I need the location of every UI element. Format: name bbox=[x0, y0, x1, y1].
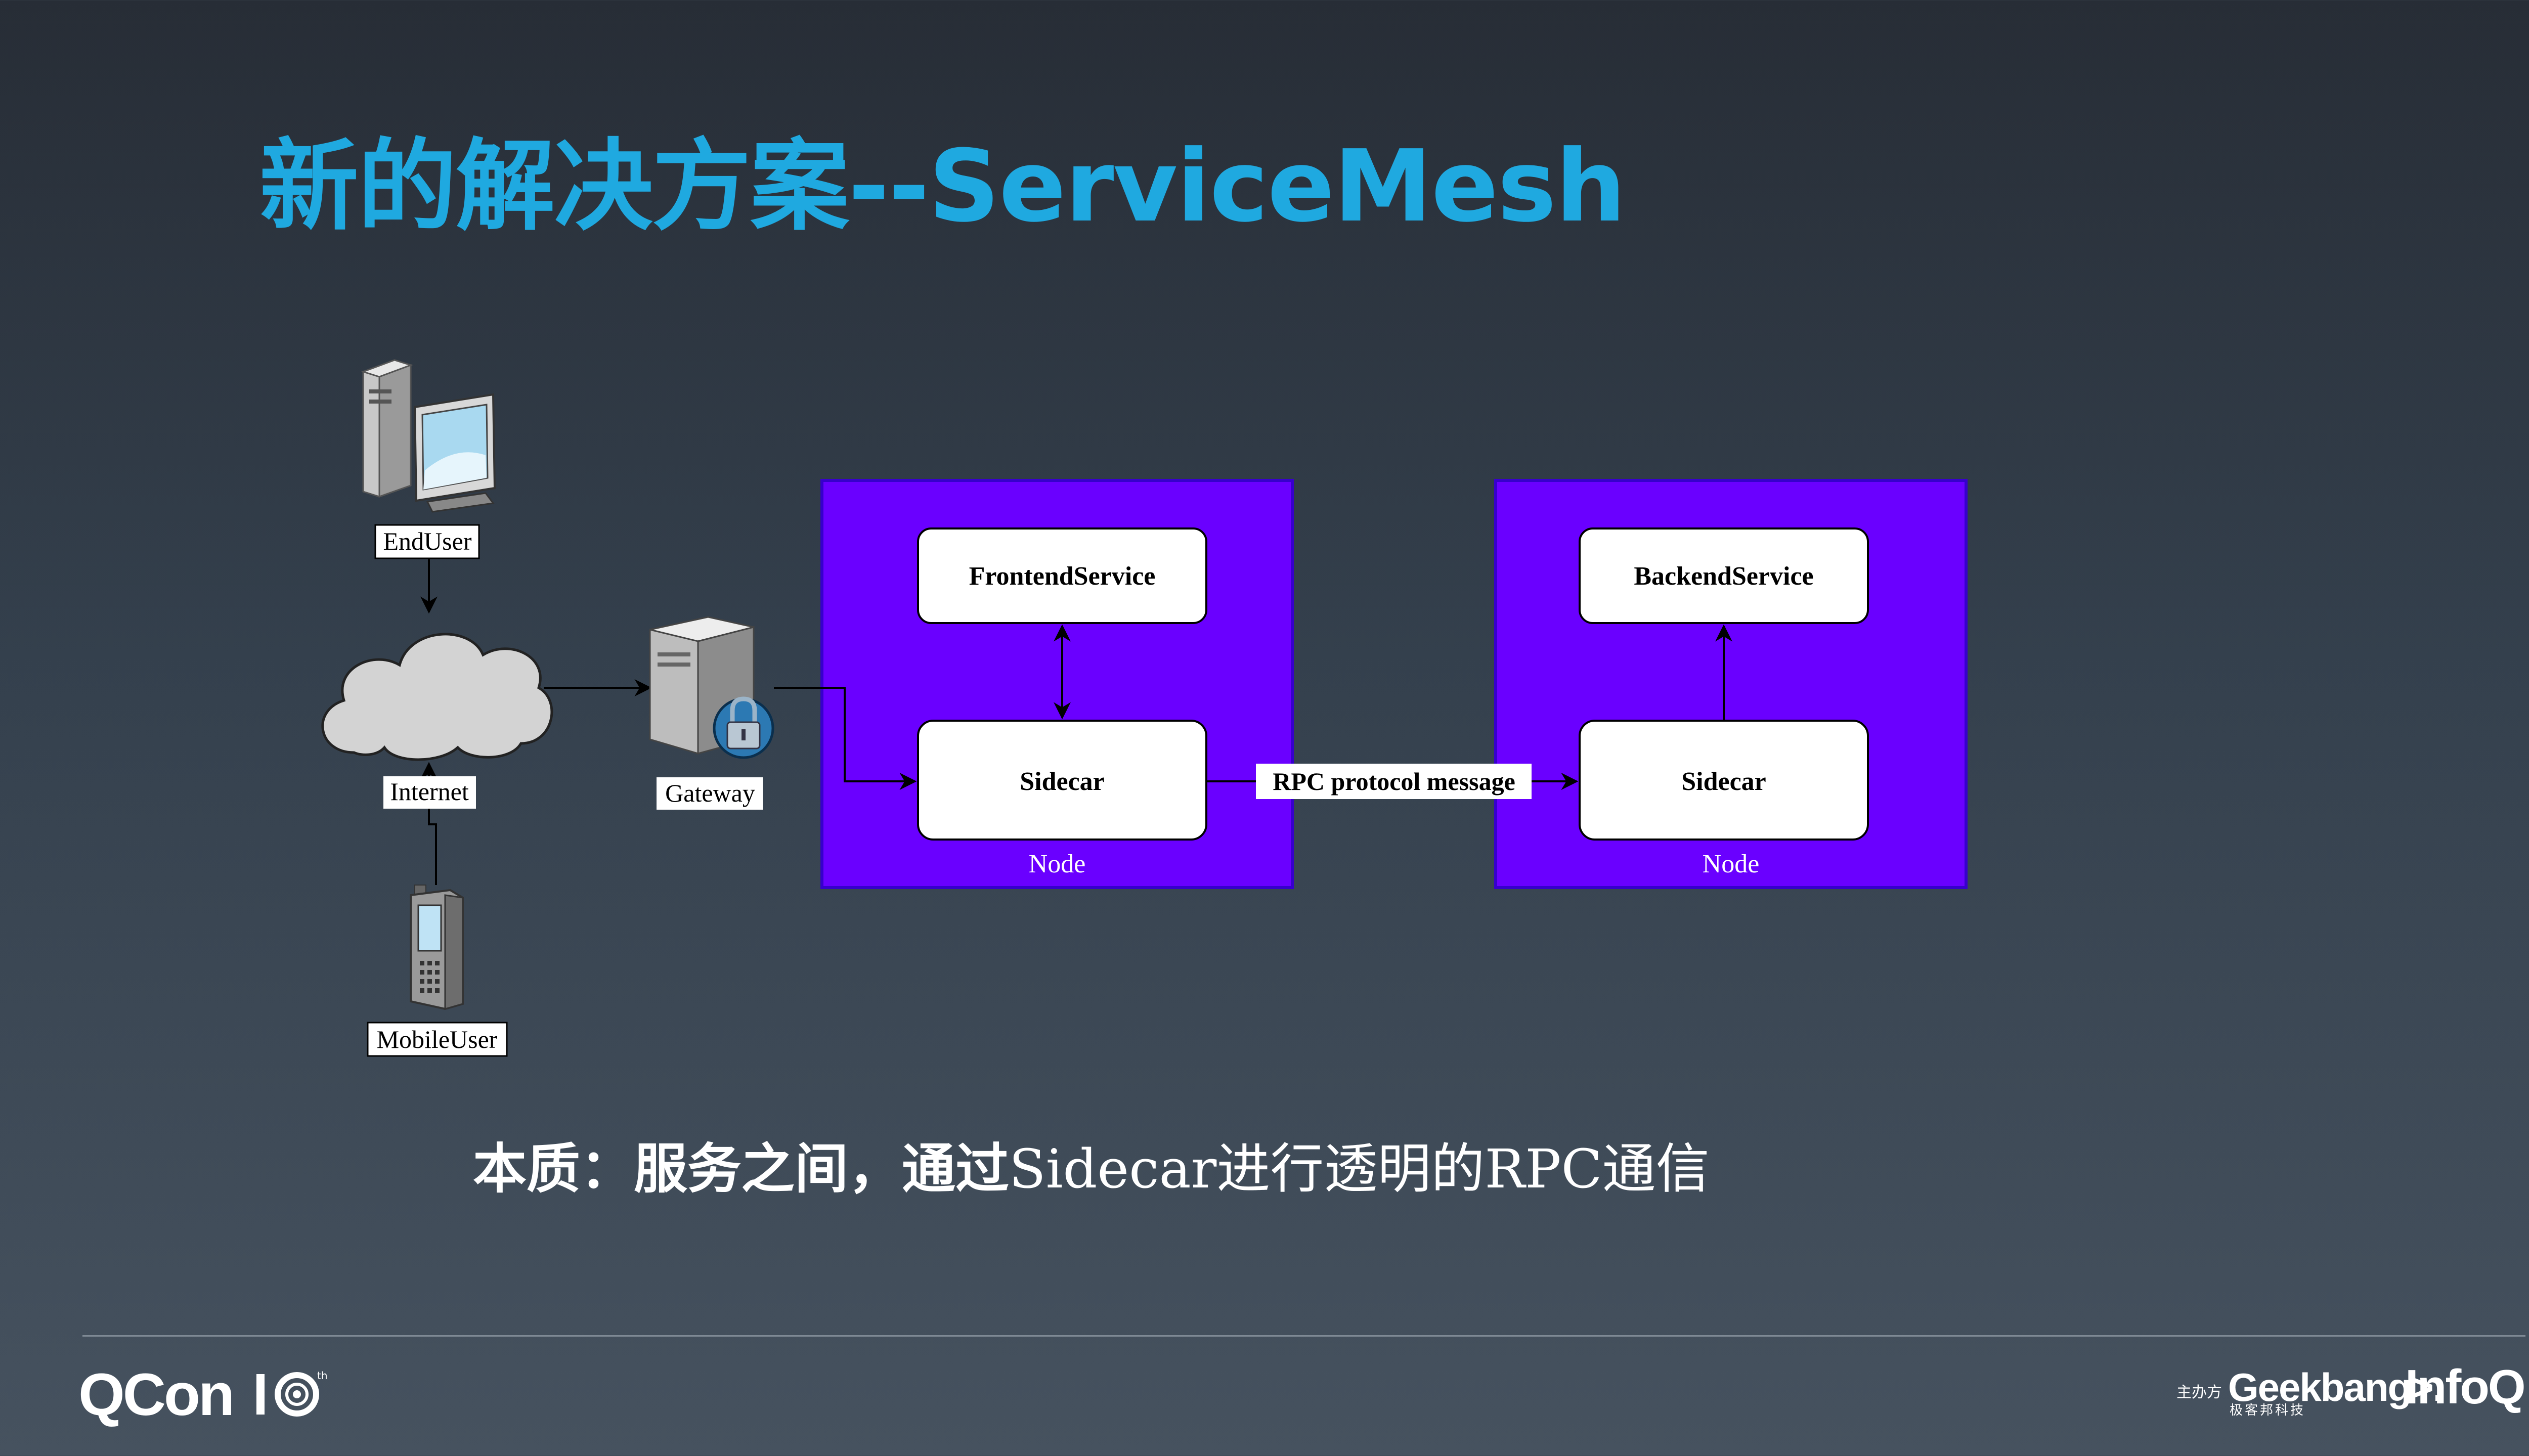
gateway-label: Gateway bbox=[657, 777, 763, 810]
mobile-phone-icon bbox=[410, 885, 464, 1010]
svg-text:EndUser: EndUser bbox=[383, 527, 472, 555]
frontend-service-label: FrontendService bbox=[969, 562, 1156, 591]
svg-text:RPC protocol message: RPC protocol message bbox=[1273, 767, 1515, 796]
sidecar-left-label: Sidecar bbox=[1020, 767, 1105, 796]
backend-service-label: BackendService bbox=[1634, 562, 1813, 591]
frontend-service-box: FrontendService bbox=[917, 527, 1207, 624]
lock-icon bbox=[713, 696, 774, 759]
node-left-label: Node bbox=[1029, 850, 1086, 878]
svg-text:MobileUser: MobileUser bbox=[377, 1025, 498, 1053]
qcon-logo: QCon bbox=[78, 1361, 235, 1428]
summary-bold: 本质：服务之间，通过 bbox=[473, 1138, 1009, 1200]
svg-text:th: th bbox=[317, 1370, 328, 1382]
backend-service-box: BackendService bbox=[1579, 527, 1869, 624]
desktop-computer-icon bbox=[361, 359, 496, 513]
svg-text:Gateway: Gateway bbox=[665, 779, 755, 807]
sponsor-label: 主办方 bbox=[2176, 1384, 2222, 1401]
node-right-label: Node bbox=[1703, 850, 1760, 878]
qcon-tenth-anniversary-icon: th bbox=[256, 1370, 328, 1417]
gateway-sidecar-edge bbox=[774, 687, 917, 790]
rpc-edge-label: RPC protocol message bbox=[1256, 764, 1532, 799]
svg-text:Internet: Internet bbox=[390, 777, 469, 806]
summary-regular: Sidecar进行透明的RPC通信 bbox=[1009, 1138, 1710, 1200]
summary-text: 本质：服务之间，通过Sidecar进行透明的RPC通信 bbox=[473, 1125, 1710, 1203]
sidecar-right-box: Sidecar bbox=[1579, 720, 1869, 841]
geekbang-logo: Geekbang>. bbox=[2228, 1365, 2444, 1409]
geekbang-subtitle: 极客邦科技 bbox=[2230, 1403, 2306, 1418]
end-user-label: EndUser bbox=[374, 524, 480, 559]
sidecar-left-box: Sidecar bbox=[917, 720, 1207, 841]
cloud-icon bbox=[321, 633, 553, 761]
footer-divider bbox=[82, 1335, 2525, 1337]
mobile-user-label: MobileUser bbox=[367, 1022, 508, 1057]
internet-label: Internet bbox=[383, 776, 476, 809]
infoq-logo: InfoQ bbox=[2405, 1360, 2526, 1414]
sidecar-right-label: Sidecar bbox=[1681, 767, 1766, 796]
slide-title: 新的解决方案--ServiceMesh bbox=[259, 129, 1626, 244]
